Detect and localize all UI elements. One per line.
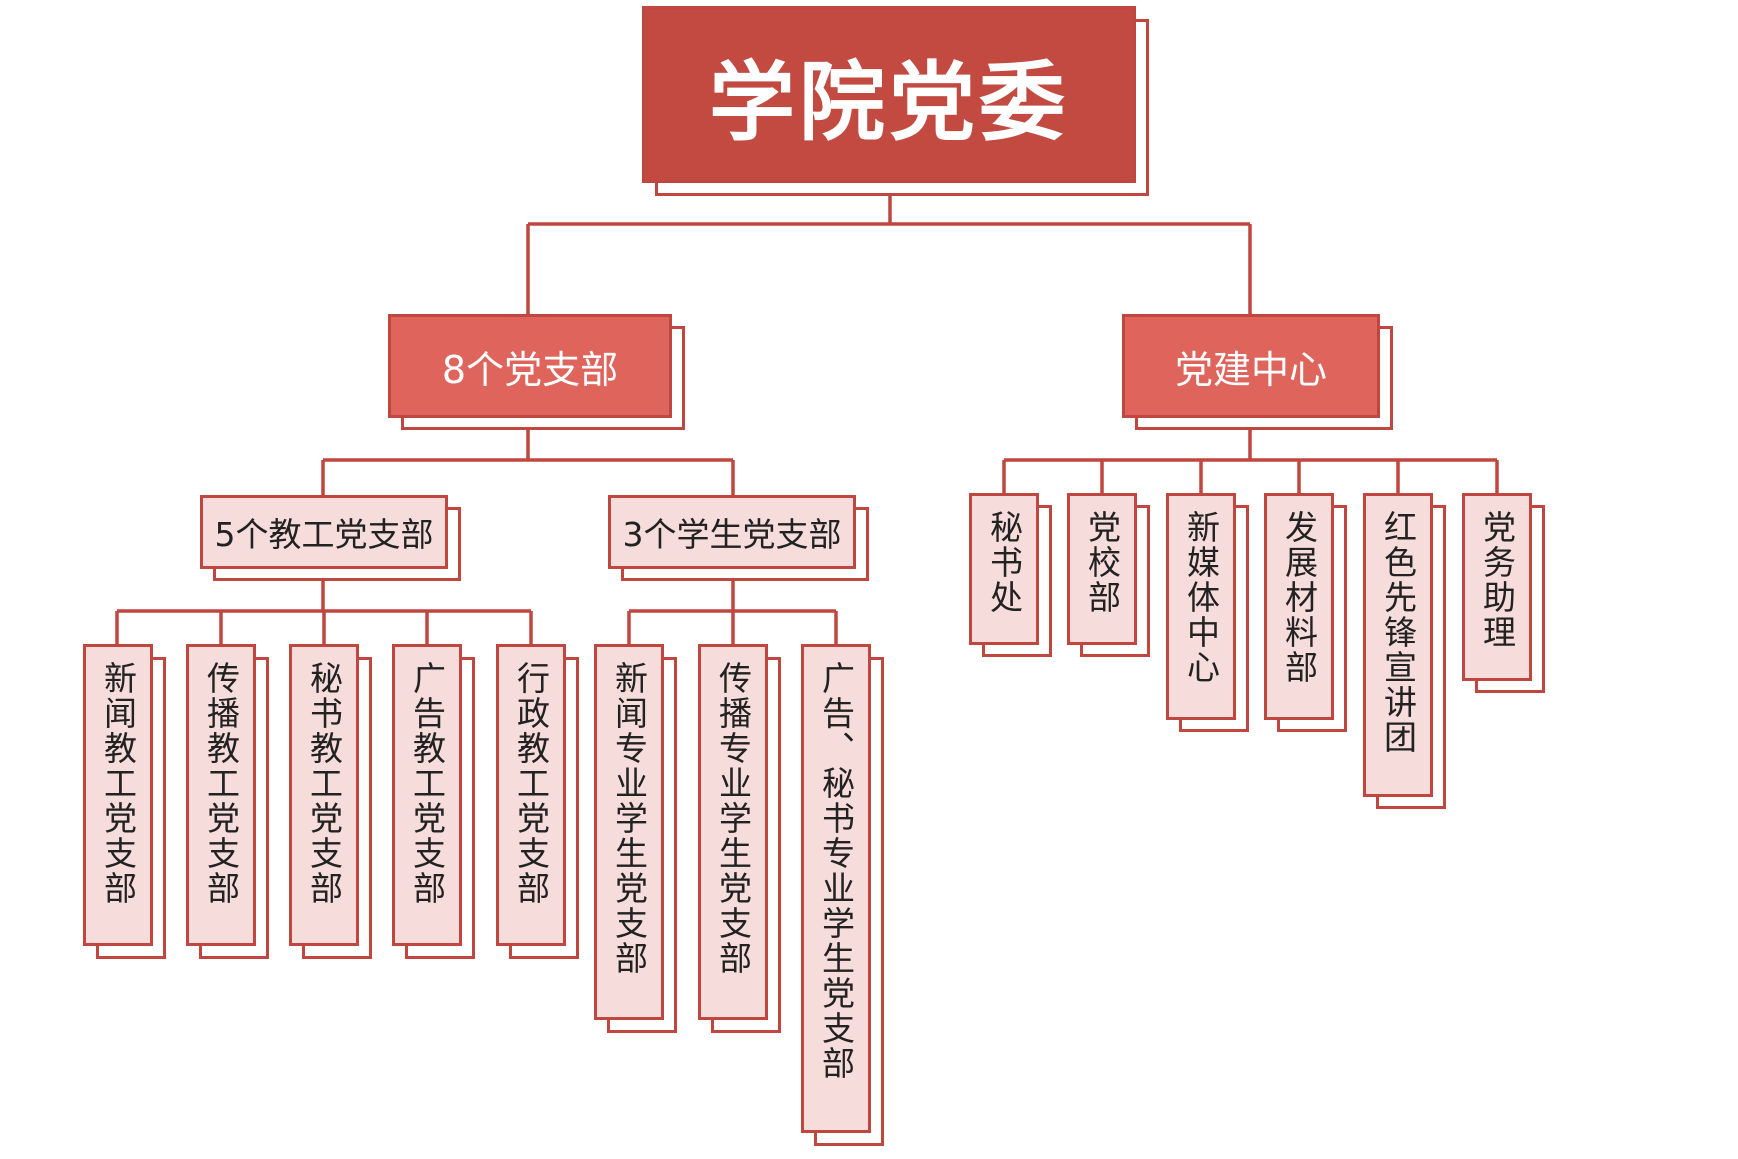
party-center-node: 党建中心 bbox=[1122, 314, 1380, 418]
center-unit-development-materials: 发展材料部 bbox=[1264, 493, 1334, 720]
center-unit-secretariat: 秘书处 bbox=[969, 493, 1039, 645]
center-unit-development-materials-label: 发展材料部 bbox=[1279, 510, 1319, 685]
root-label: 学院党委 bbox=[709, 53, 1069, 153]
student-branch-advertising-secretary: 广告、秘书专业学生党支部 bbox=[801, 644, 871, 1133]
student-branch-communication-label: 传播专业学生党支部 bbox=[713, 661, 753, 976]
faculty-branch-administration-label: 行政教工党支部 bbox=[511, 661, 551, 906]
student-group-node: 3个学生党支部 bbox=[608, 495, 856, 569]
center-unit-party-school: 党校部 bbox=[1067, 493, 1137, 645]
center-unit-party-assistant: 党务助理 bbox=[1462, 493, 1532, 681]
faculty-branch-advertising-label: 广告教工党支部 bbox=[407, 661, 447, 906]
center-unit-new-media: 新媒体中心 bbox=[1166, 493, 1236, 720]
party-center-label: 党建中心 bbox=[1174, 347, 1327, 392]
faculty-group-label: 5个教工党支部 bbox=[214, 515, 434, 554]
center-unit-party-assistant-label: 党务助理 bbox=[1477, 510, 1517, 650]
center-unit-red-vanguard: 红色先锋宣讲团 bbox=[1363, 493, 1433, 797]
student-branch-communication: 传播专业学生党支部 bbox=[698, 644, 768, 1020]
branches-node: 8个党支部 bbox=[388, 314, 672, 418]
center-unit-red-vanguard-label: 红色先锋宣讲团 bbox=[1378, 510, 1418, 755]
branches-label: 8个党支部 bbox=[441, 347, 619, 392]
faculty-group-node: 5个教工党支部 bbox=[200, 495, 448, 569]
faculty-branch-administration: 行政教工党支部 bbox=[496, 644, 566, 946]
faculty-branch-advertising: 广告教工党支部 bbox=[392, 644, 462, 946]
center-unit-party-school-label: 党校部 bbox=[1082, 510, 1122, 615]
root-node: 学院党委 bbox=[642, 6, 1136, 183]
center-unit-new-media-label: 新媒体中心 bbox=[1181, 510, 1221, 685]
faculty-branch-news-label: 新闻教工党支部 bbox=[98, 661, 138, 906]
faculty-branch-communication-label: 传播教工党支部 bbox=[201, 661, 241, 906]
student-branch-news: 新闻专业学生党支部 bbox=[594, 644, 664, 1020]
student-branch-advertising-secretary-label: 广告、秘书专业学生党支部 bbox=[816, 661, 856, 1081]
faculty-branch-communication: 传播教工党支部 bbox=[186, 644, 256, 946]
faculty-branch-news: 新闻教工党支部 bbox=[83, 644, 153, 946]
center-unit-secretariat-label: 秘书处 bbox=[984, 510, 1024, 615]
student-branch-news-label: 新闻专业学生党支部 bbox=[609, 661, 649, 976]
faculty-branch-secretary-label: 秘书教工党支部 bbox=[304, 661, 344, 906]
student-group-label: 3个学生党支部 bbox=[622, 515, 842, 554]
faculty-branch-secretary: 秘书教工党支部 bbox=[289, 644, 359, 946]
